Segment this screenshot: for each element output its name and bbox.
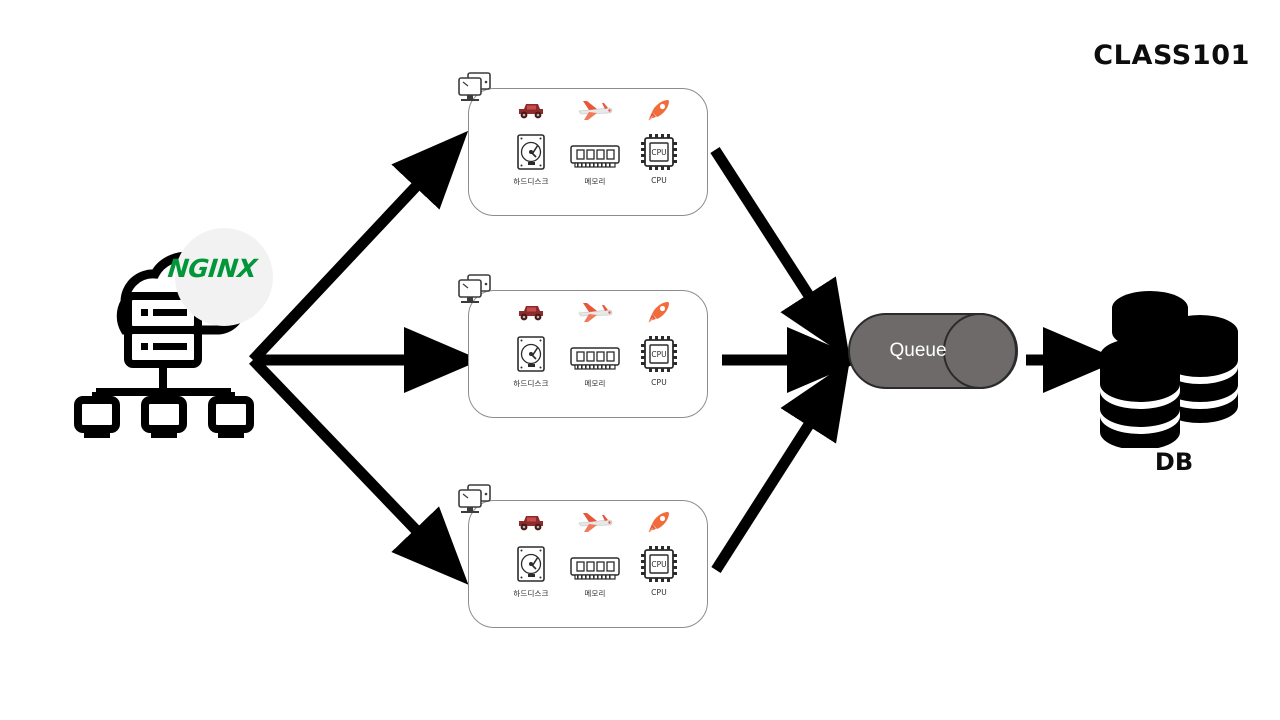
three-monitors-icon [74,396,254,438]
server-part-cpu: CPU CPU [627,95,691,185]
load-balancer-node: NGINX [75,228,290,443]
server-part-label: 하드디스크 [513,589,549,598]
memory-ram-icon [569,127,621,171]
cpu-chip-icon: CPU [640,329,678,373]
brand-logo: CLASS101 [1093,40,1250,71]
server-part-label: CPU [651,176,667,185]
airplane-icon [575,507,615,537]
arrow-server-3-to-queue [711,360,850,573]
cpu-chip-icon: CPU [640,127,678,171]
server-part-label: 하드디스크 [513,177,549,186]
server-part-label: 하드디스크 [513,379,549,388]
svg-text:CPU: CPU [651,560,666,569]
rocket-icon [646,95,672,125]
server-part-label: CPU [651,588,667,597]
database-label: DB [1154,448,1194,476]
hard-disk-icon [516,329,546,373]
arrow-lb-to-server-3 [249,356,469,585]
arrow-lb-to-server-1 [248,130,469,364]
svg-text:CPU: CPU [651,350,666,359]
server-node-1[interactable]: 하드디스크 [458,72,708,216]
svg-text:CPU: CPU [651,148,666,157]
rocket-icon [646,507,672,537]
nginx-halo [175,228,273,326]
server-part-label: 메모리 [584,589,606,598]
car-icon [516,95,546,125]
memory-ram-icon [569,539,621,583]
server-part-disk: 하드디스크 [499,95,563,187]
airplane-icon [575,95,615,125]
database-node[interactable]: DB [1090,278,1258,483]
cpu-chip-icon: CPU [640,539,678,583]
nginx-logo-text: NGINX [166,254,258,283]
hard-disk-icon [516,539,546,583]
server-part-cpu: CPU CPU [627,507,691,597]
server-part-memory: 메모리 [563,507,627,599]
server-part-cpu: CPU CPU [627,297,691,387]
queue-cylinder-icon [848,313,1018,389]
server-node-2[interactable]: 하드디스크 [458,274,708,418]
server-part-disk: 하드디스크 [499,507,563,599]
server-part-disk: 하드디스크 [499,297,563,389]
car-icon [516,297,546,327]
database-stack-icon [1100,291,1238,450]
server-part-label: CPU [651,378,667,387]
queue-node[interactable]: Queue [848,313,1018,389]
monitor-icon [458,72,491,101]
car-icon [516,507,546,537]
server-part-memory: 메모리 [563,297,627,389]
server-part-label: 메모리 [584,177,606,186]
monitor-icon [458,484,491,513]
rocket-icon [646,297,672,327]
airplane-icon [575,297,615,327]
monitor-icon [458,274,491,303]
server-node-3[interactable]: 하드디스크 [458,484,708,628]
memory-ram-icon [569,329,621,373]
hard-disk-icon [516,127,546,171]
server-part-label: 메모리 [584,379,606,388]
arrow-server-1-to-queue [710,147,850,359]
server-part-memory: 메모리 [563,95,627,187]
